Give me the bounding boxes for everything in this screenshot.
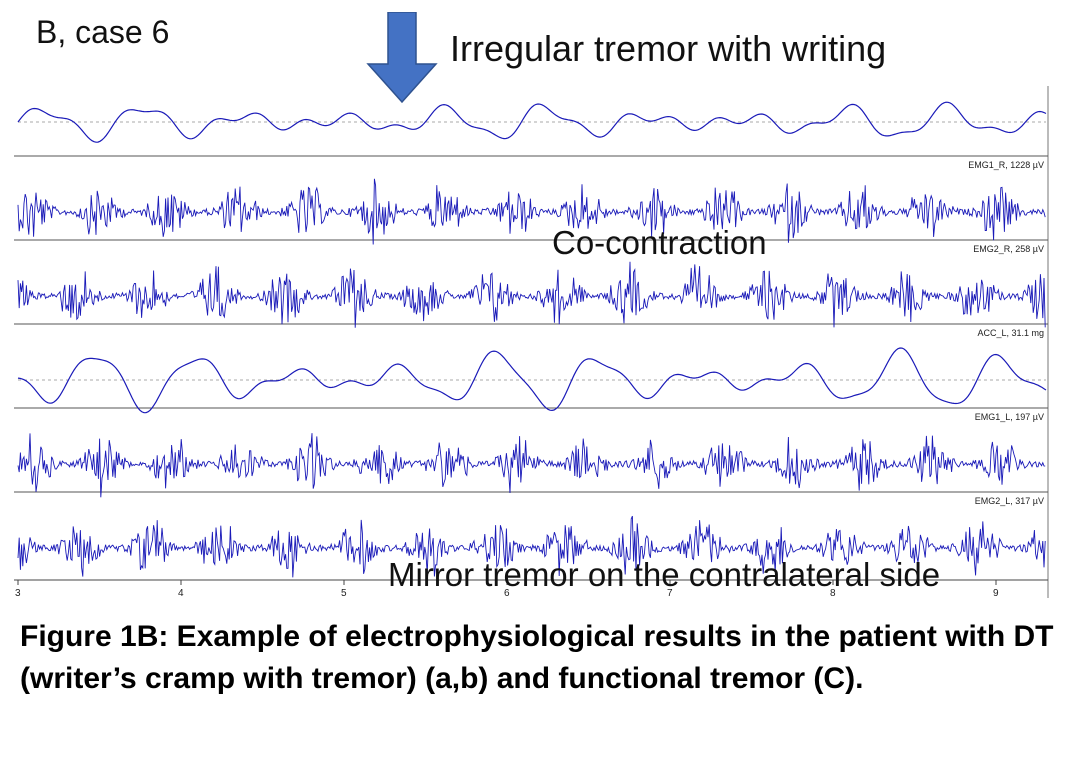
channel-label-acc-left: ACC_L, 31.1 mg [977, 328, 1044, 338]
panel-label: B, case 6 [36, 14, 170, 50]
channel-label-emg1-right: EMG1_R, 1228 µV [968, 160, 1044, 170]
annotation-irregular-tremor: Irregular tremor with writing [450, 28, 887, 69]
trace-emg2-right [17, 261, 1046, 328]
time-tick-label: 9 [993, 588, 999, 599]
trace-emg2-left [17, 515, 1046, 578]
channel-label-emg2-right: EMG2_R, 258 µV [973, 244, 1044, 254]
down-arrow-shape [366, 12, 438, 104]
trace-acc-left [17, 347, 1047, 414]
channel-label-emg2-left: EMG2_L, 317 µV [975, 496, 1044, 506]
trace-emg1-right [17, 178, 1046, 245]
signal-traces [17, 101, 1047, 578]
trace-emg1-left [17, 433, 1046, 498]
time-tick-label: 4 [178, 588, 184, 599]
figure-caption: Figure 1B: Example of electrophysiologic… [20, 620, 1054, 695]
time-tick-label: 6 [504, 588, 510, 599]
time-tick-label: 7 [667, 588, 673, 599]
annotation-mirror-tremor: Mirror tremor on the contralateral side [388, 556, 941, 593]
channel-separators [14, 121, 1048, 493]
annotation-co-contraction: Co-contraction [552, 224, 767, 261]
time-axis: 3 4 5 6 7 8 9 [14, 579, 1048, 599]
time-tick-label: 8 [830, 588, 836, 599]
trace-acc-right [17, 101, 1047, 143]
channel-labels: EMG1_R, 1228 µV EMG2_R, 258 µV ACC_L, 31.1… [968, 160, 1044, 506]
channel-label-emg1-left: EMG1_L, 197 µV [975, 412, 1044, 422]
time-tick-label: 5 [341, 588, 347, 599]
time-tick-label: 3 [15, 588, 21, 599]
trace-panel: EMG1_R, 1228 µV EMG2_R, 258 µV ACC_L, 31.1… [14, 86, 1049, 599]
down-arrow-icon [366, 12, 438, 104]
